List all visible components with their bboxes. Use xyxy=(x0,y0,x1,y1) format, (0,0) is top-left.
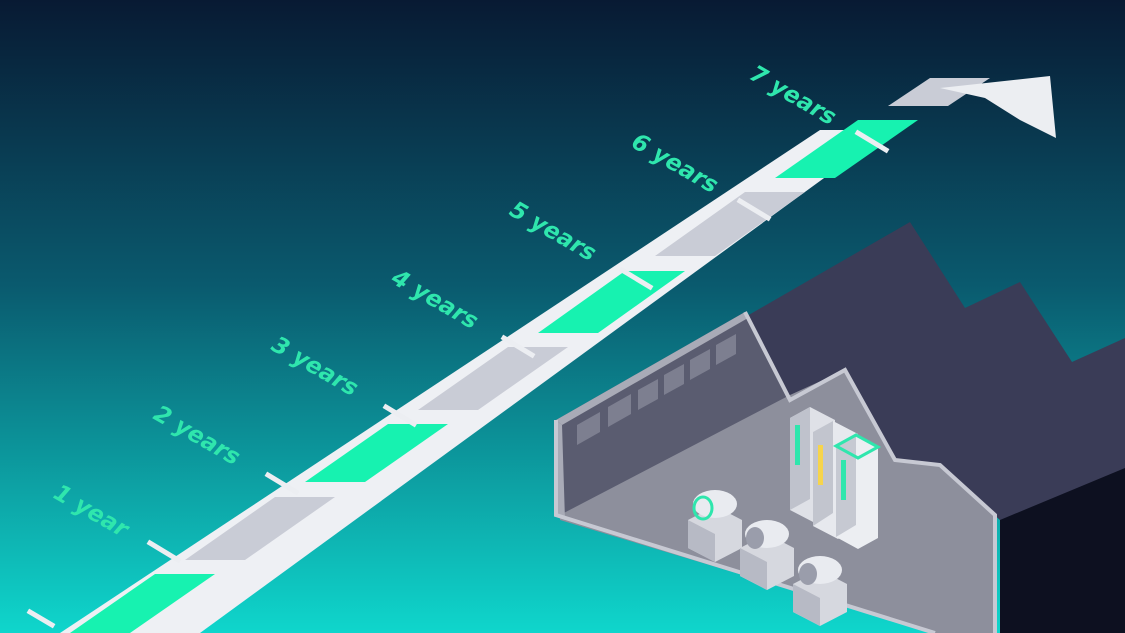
tick-8 xyxy=(854,129,890,154)
segment-4 xyxy=(418,347,568,410)
timeline-track xyxy=(60,78,990,633)
segment-2 xyxy=(185,497,335,560)
tick-7 xyxy=(736,197,772,222)
electric-motor-icon xyxy=(688,490,847,626)
tick-6 xyxy=(618,266,654,291)
segment-1 xyxy=(70,574,215,633)
tick-3 xyxy=(264,471,300,496)
tick-5 xyxy=(500,334,536,359)
segment-6 xyxy=(655,192,805,256)
tick-marks xyxy=(26,129,890,629)
tick-1 xyxy=(26,608,56,629)
tick-2 xyxy=(146,539,182,564)
tick-4 xyxy=(382,403,418,428)
segment-7 xyxy=(775,120,918,178)
segment-8 xyxy=(888,78,990,106)
arrow-icon xyxy=(940,76,1056,138)
factory-building-icon xyxy=(554,222,1125,633)
segment-3 xyxy=(305,424,448,482)
drive-cabinet-icon xyxy=(790,407,882,549)
